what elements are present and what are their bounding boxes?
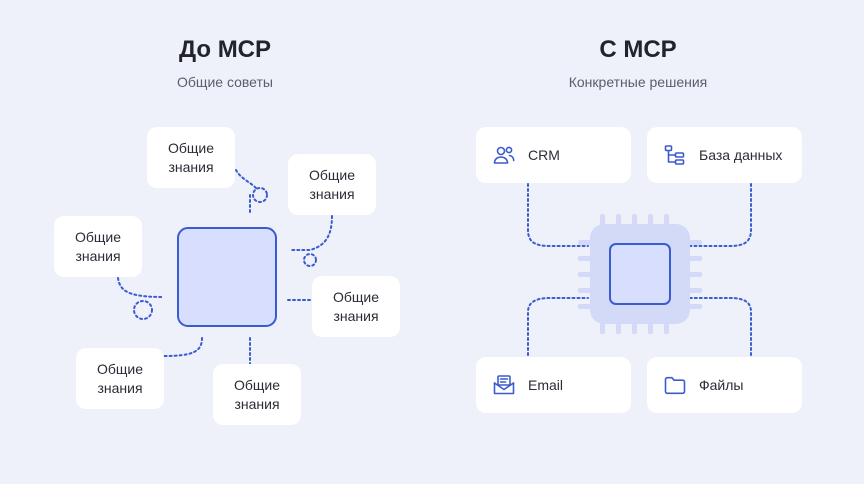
connector-loop-3 — [133, 300, 153, 320]
knowledge-card-label: Общие знания — [233, 376, 281, 412]
right-title: С MCP — [599, 36, 677, 63]
knowledge-card-label: Общие знания — [167, 139, 215, 175]
connector-left-3 — [117, 277, 165, 298]
connector-right-db — [689, 183, 752, 247]
knowledge-card-label: Общие знания — [96, 360, 144, 396]
knowledge-card: Общие знания — [76, 348, 164, 409]
knowledge-card: Общие знания — [312, 276, 400, 337]
connector-left-2 — [289, 215, 333, 251]
knowledge-card: Общие знания — [213, 364, 301, 425]
chip-right — [578, 214, 702, 334]
tool-card-label: Файлы — [699, 376, 744, 393]
connector-loop-2 — [303, 253, 317, 267]
tool-card-email: Email — [476, 357, 631, 413]
right-subtitle: Конкретные решения — [568, 74, 708, 90]
connector-loop-1 — [252, 187, 268, 203]
knowledge-card-label: Общие знания — [308, 166, 356, 202]
tool-card-label: Email — [528, 376, 564, 393]
connector-right-files — [689, 297, 752, 356]
tool-card-files: Файлы — [647, 357, 802, 413]
connector-left-5 — [163, 337, 203, 357]
connector-right-email — [527, 297, 589, 356]
connector-right-crm — [527, 183, 589, 247]
connector-left-1 — [235, 169, 257, 215]
knowledge-card-label: Общие знания — [332, 288, 380, 324]
email-icon — [492, 373, 516, 397]
left-title: До MCP — [178, 36, 272, 63]
tool-card-database: База данных — [647, 127, 802, 183]
users-icon — [492, 143, 516, 167]
tool-card-crm: CRM — [476, 127, 631, 183]
chip-left — [177, 227, 277, 327]
folder-icon — [663, 373, 687, 397]
knowledge-card: Общие знания — [147, 127, 235, 188]
right-heading: С MCP Конкретные решения — [488, 36, 788, 90]
knowledge-card: Общие знания — [288, 154, 376, 215]
database-tree-icon — [663, 143, 687, 167]
tool-card-label: CRM — [528, 146, 560, 163]
left-subtitle: Общие советы — [177, 74, 273, 90]
left-heading: До MCP Общие советы — [75, 36, 375, 90]
knowledge-card-label: Общие знания — [74, 228, 122, 264]
knowledge-card: Общие знания — [54, 216, 142, 277]
tool-card-label: База данных — [699, 146, 783, 163]
